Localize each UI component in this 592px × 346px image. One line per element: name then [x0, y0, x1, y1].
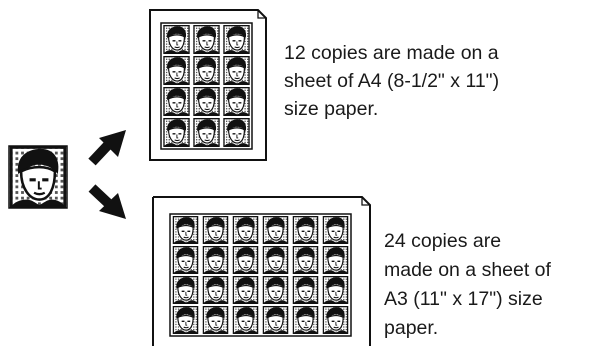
a3-sheet: [153, 197, 370, 346]
portrait-thumbnail-icon: [163, 87, 189, 116]
portrait-thumbnail-icon: [203, 276, 228, 304]
portrait-thumbnail-icon: [263, 246, 288, 274]
portrait-thumbnail-icon: [223, 25, 249, 54]
portrait-thumbnail-icon: [193, 25, 219, 54]
portrait-thumbnail-icon: [193, 118, 219, 147]
portrait-photo-icon: [10, 146, 66, 208]
portrait-thumbnail-icon: [293, 306, 318, 334]
portrait-thumbnail-icon: [173, 276, 198, 304]
a3-thumbnail-grid: [170, 214, 351, 336]
portrait-thumbnail-icon: [233, 246, 258, 274]
portrait-thumbnail-icon: [163, 118, 189, 147]
portrait-thumbnail-icon: [173, 216, 198, 244]
portrait-thumbnail-icon: [163, 25, 189, 54]
portrait-thumbnail-icon: [203, 216, 228, 244]
portrait-thumbnail-icon: [293, 246, 318, 274]
arrow-up-right-icon: [92, 130, 126, 162]
portrait-thumbnail-icon: [233, 306, 258, 334]
a3-caption: 24 copies are made on a sheet of A3 (11"…: [384, 227, 551, 343]
portrait-thumbnail-icon: [233, 276, 258, 304]
portrait-thumbnail-icon: [223, 118, 249, 147]
portrait-thumbnail-icon: [163, 56, 189, 85]
portrait-thumbnail-icon: [263, 276, 288, 304]
portrait-thumbnail-icon: [293, 276, 318, 304]
portrait-thumbnail-icon: [203, 246, 228, 274]
a4-caption: 12 copies are made on a sheet of A4 (8-1…: [284, 39, 499, 123]
portrait-thumbnail-icon: [193, 87, 219, 116]
portrait-thumbnail-icon: [323, 216, 348, 244]
portrait-thumbnail-icon: [323, 306, 348, 334]
a4-sheet: [150, 10, 266, 160]
portrait-thumbnail-icon: [223, 87, 249, 116]
a4-thumbnail-grid: [161, 23, 252, 149]
portrait-thumbnail-icon: [173, 246, 198, 274]
portrait-thumbnail-icon: [323, 276, 348, 304]
portrait-thumbnail-icon: [173, 306, 198, 334]
portrait-thumbnail-icon: [203, 306, 228, 334]
portrait-thumbnail-icon: [193, 56, 219, 85]
original-photo: [9, 146, 67, 208]
portrait-thumbnail-icon: [263, 216, 288, 244]
portrait-thumbnail-icon: [293, 216, 318, 244]
portrait-thumbnail-icon: [323, 246, 348, 274]
portrait-thumbnail-icon: [263, 306, 288, 334]
portrait-thumbnail-icon: [233, 216, 258, 244]
portrait-thumbnail-icon: [223, 56, 249, 85]
arrow-down-right-icon: [92, 188, 126, 219]
